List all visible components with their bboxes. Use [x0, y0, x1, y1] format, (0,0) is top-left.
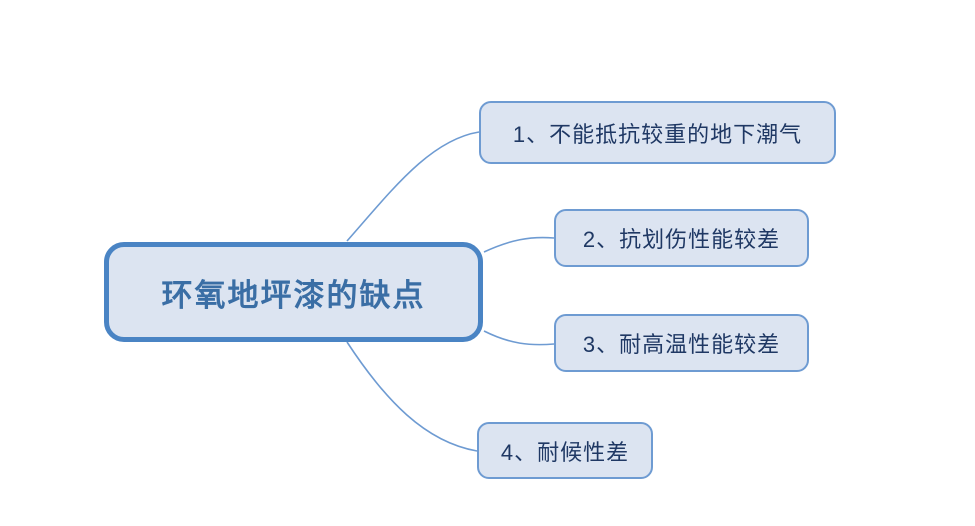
branch-node-2[interactable]: 2、抗划伤性能较差	[554, 209, 809, 267]
branch-node-3[interactable]: 3、耐高温性能较差	[554, 314, 809, 372]
branch-node-4-label: 4、耐候性差	[500, 439, 630, 465]
branch-node-4[interactable]: 4、耐候性差	[477, 422, 653, 479]
root-node[interactable]: 环氧地坪漆的缺点	[104, 242, 483, 342]
root-node-label: 环氧地坪漆的缺点	[161, 277, 426, 313]
branch-node-1[interactable]: 1、不能抵抗较重的地下潮气	[479, 101, 836, 164]
branch-node-1-label: 1、不能抵抗较重的地下潮气	[512, 121, 803, 147]
connector-root-to-branch-2	[483, 236, 555, 253]
branch-node-3-label: 3、耐高温性能较差	[582, 332, 781, 357]
connector-root-to-branch-4	[346, 341, 478, 452]
connector-root-to-branch-1	[346, 131, 480, 242]
connector-root-to-branch-3	[483, 330, 555, 346]
branch-node-2-label: 2、抗划伤性能较差	[582, 227, 781, 252]
